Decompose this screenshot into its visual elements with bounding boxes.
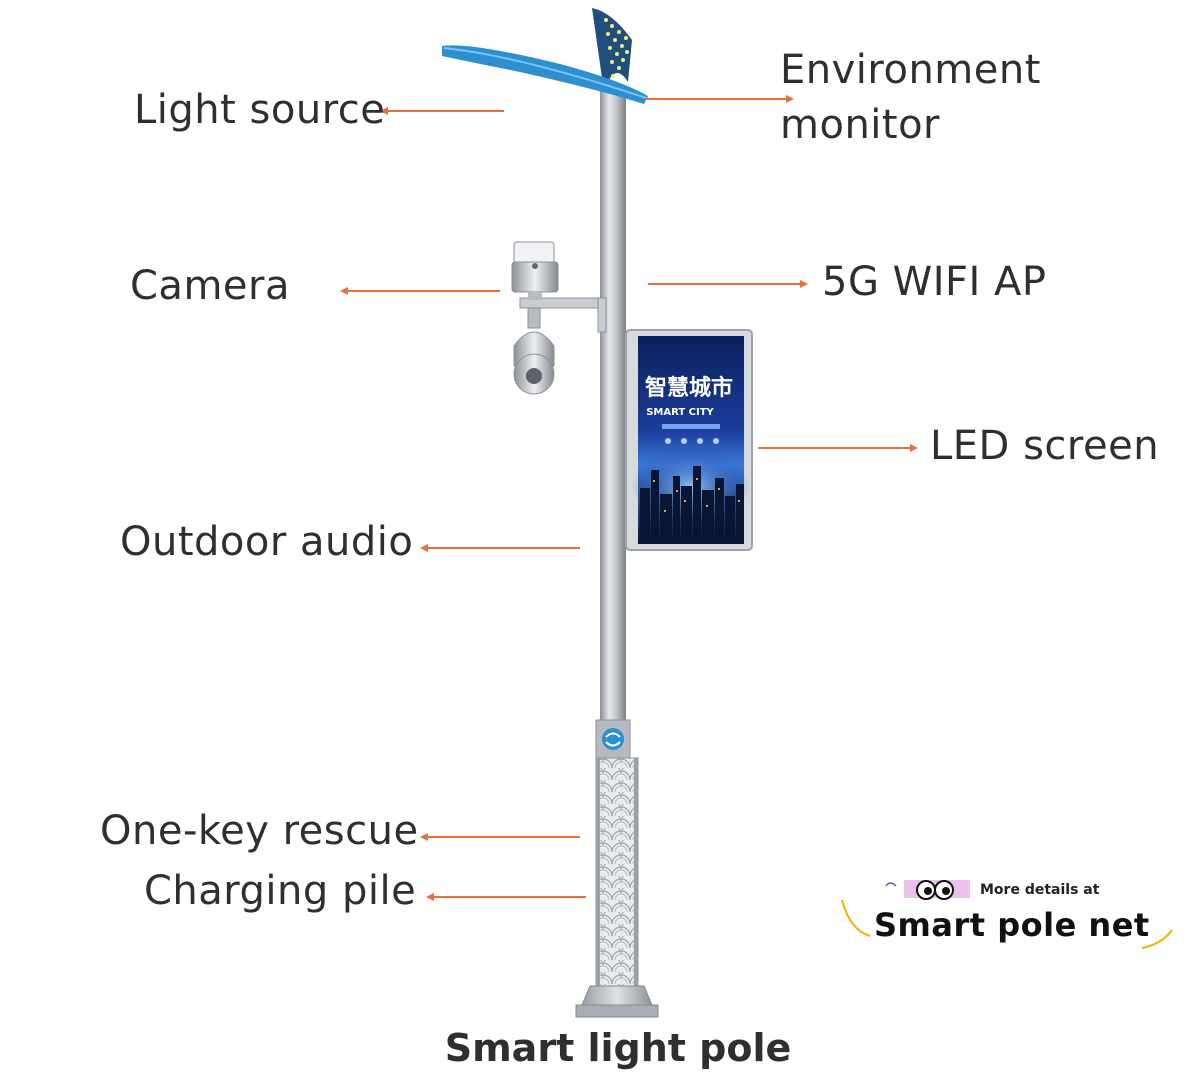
watermark-subtext: More details at <box>980 882 1099 898</box>
arrow-outdoor-audio <box>420 544 580 552</box>
label-light-source: Light source <box>134 90 385 130</box>
label-outdoor-audio: Outdoor audio <box>120 522 413 562</box>
screen-title-cn: 智慧城市 <box>645 375 733 401</box>
arrow-light-source <box>380 107 504 115</box>
camera-assembly <box>512 242 606 394</box>
lamp-head <box>442 8 648 104</box>
arrow-led-screen <box>758 444 918 452</box>
label-environment-monitor-line1: Environment <box>780 50 1041 90</box>
label-led-screen: LED screen <box>930 426 1159 466</box>
diagram-caption: Smart light pole <box>0 1026 1200 1070</box>
arrow-camera <box>340 287 500 295</box>
arrow-one-key-rescue <box>420 833 580 841</box>
rescue-logo-icon <box>602 728 624 750</box>
led-screen: 智慧城市 SMART CITY <box>626 330 752 550</box>
label-camera: Camera <box>130 266 290 306</box>
arrow-charging-pile <box>426 893 586 901</box>
label-environment-monitor-line2: monitor <box>780 105 940 145</box>
screen-title-en: SMART CITY <box>646 407 714 418</box>
label-wifi-ap: 5G WIFI AP <box>822 262 1047 302</box>
label-one-key-rescue: One-key rescue <box>100 811 419 851</box>
label-charging-pile: Charging pile <box>144 871 416 911</box>
arrow-wifi-ap <box>648 280 808 288</box>
pole <box>576 90 658 1017</box>
watermark-title: Smart pole net <box>874 906 1150 944</box>
arrow-environment-monitor <box>646 95 794 103</box>
